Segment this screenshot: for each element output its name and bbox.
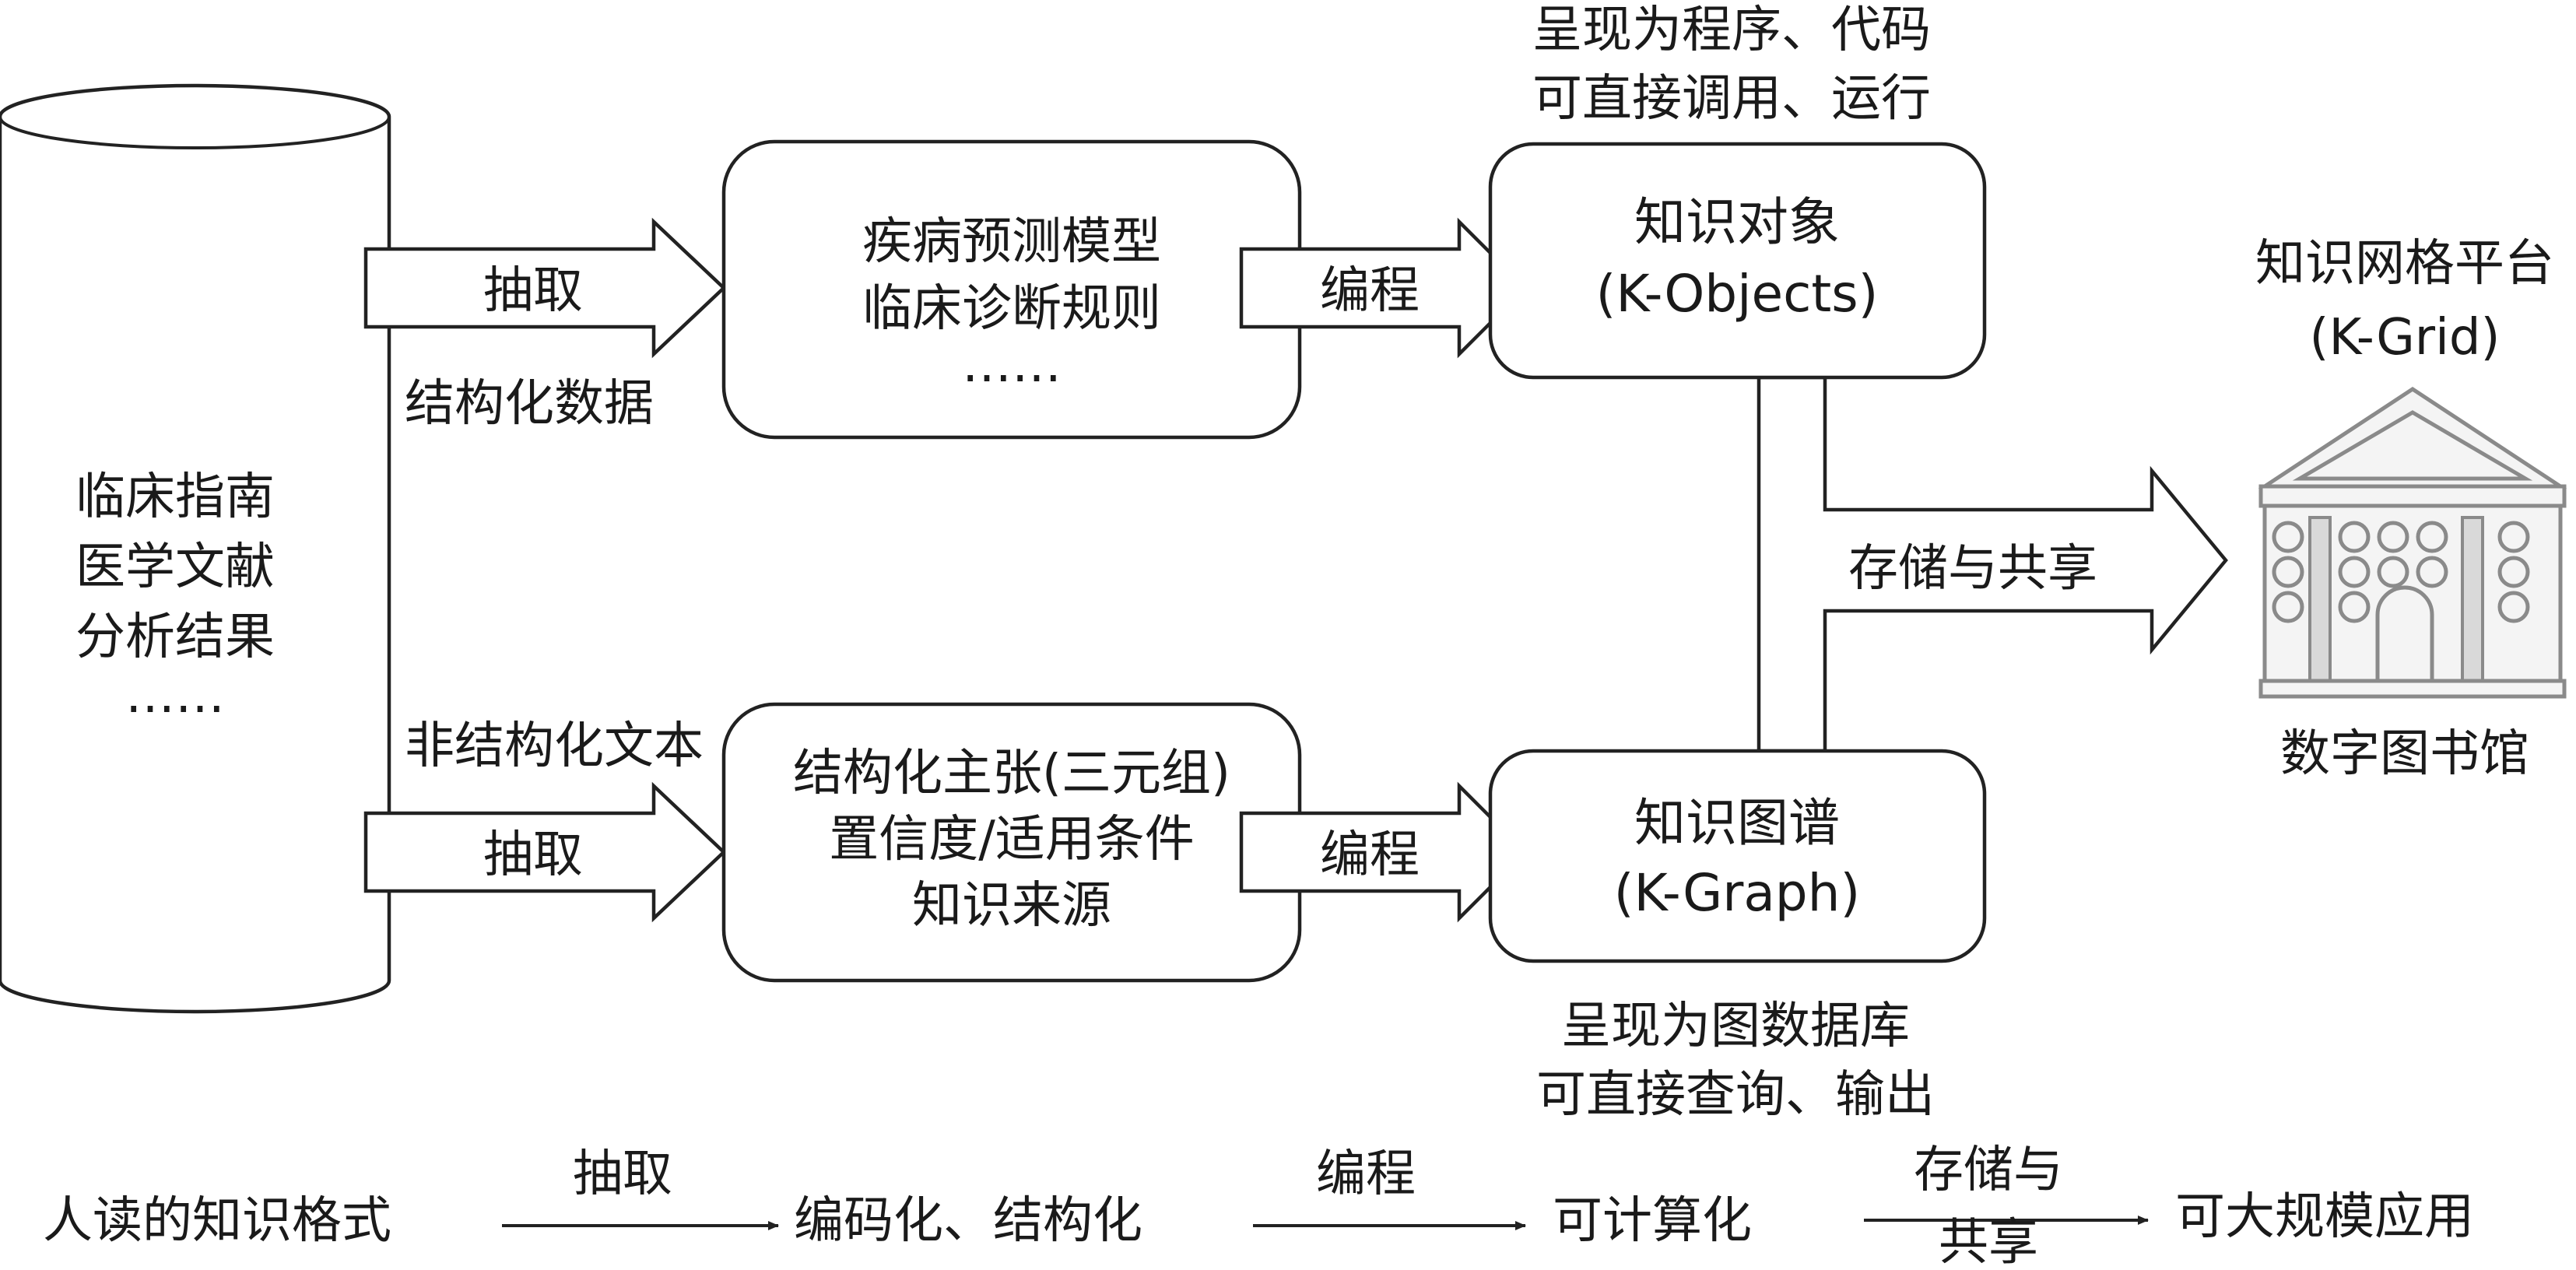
store-share-connector: 存储与共享 bbox=[1757, 375, 2228, 753]
source-line-3: 分析结果 bbox=[75, 609, 275, 666]
flow-step-3: 可计算化 bbox=[1553, 1192, 1752, 1250]
library-building-icon bbox=[2258, 387, 2567, 699]
models-box: 疾病预测模型 临床诊断规则 …… bbox=[721, 139, 1302, 440]
extract-arrow-bottom: 抽取 bbox=[363, 781, 727, 923]
claims-box: 结构化主张(三元组) 置信度/适用条件 知识来源 bbox=[721, 702, 1302, 983]
k-graph-line-2: (K-Graph) bbox=[1614, 863, 1861, 923]
extract-label-bottom: 抽取 bbox=[483, 826, 583, 884]
claims-line-3: 知识来源 bbox=[912, 877, 1111, 935]
k-objects-note-2: 可直接调用、运行 bbox=[1532, 70, 1931, 128]
store-share-label: 存储与共享 bbox=[1848, 540, 2097, 598]
k-objects-box: 知识对象 (K-Objects) bbox=[1488, 142, 1987, 380]
k-graph-note-2: 可直接查询、输出 bbox=[1536, 1066, 1935, 1124]
source-line-2: 医学文献 bbox=[75, 539, 275, 596]
flow-arrow-3-label-2: 共享 bbox=[1939, 1214, 2038, 1270]
claims-line-1: 结构化主张(三元组) bbox=[793, 745, 1230, 802]
flow-arrow-3-label-1: 存储与 bbox=[1914, 1142, 2063, 1199]
flow-step-4: 可大规模应用 bbox=[2175, 1188, 2474, 1246]
source-cylinder: 临床指南 医学文献 分析结果 …… bbox=[0, 83, 391, 1014]
extract-arrow-top: 抽取 bbox=[363, 217, 727, 359]
program-arrow-bottom: 编程 bbox=[1239, 781, 1528, 923]
k-objects-line-1: 知识对象 bbox=[1634, 192, 1840, 252]
flow-arrow-2-label: 编程 bbox=[1316, 1145, 1416, 1203]
platform-caption: 数字图书馆 bbox=[2280, 725, 2529, 783]
flow-arrow-1-label: 抽取 bbox=[573, 1145, 672, 1203]
platform-title-1: 知识网格平台 bbox=[2255, 235, 2554, 293]
claims-line-2: 置信度/适用条件 bbox=[829, 811, 1195, 868]
flow-row: 人读的知识格式 编码化、结构化 可计算化 可大规模应用 抽取 编程 存储与 共享 bbox=[43, 1142, 2474, 1270]
source-line-4: …… bbox=[125, 667, 225, 724]
k-graph-note-1: 呈现为图数据库 bbox=[1561, 998, 1910, 1055]
structured-data-label: 结构化数据 bbox=[405, 375, 654, 433]
extract-label-top: 抽取 bbox=[483, 262, 583, 320]
flow-step-1: 人读的知识格式 bbox=[43, 1192, 391, 1250]
program-label-bottom: 编程 bbox=[1320, 826, 1420, 884]
k-objects-line-2: (K-Objects) bbox=[1596, 264, 1879, 324]
k-graph-line-1: 知识图谱 bbox=[1634, 793, 1840, 853]
models-line-1: 疾病预测模型 bbox=[862, 213, 1161, 271]
flow-step-2: 编码化、结构化 bbox=[794, 1192, 1142, 1250]
models-line-3: …… bbox=[962, 336, 1062, 394]
k-graph-box: 知识图谱 (K-Graph) bbox=[1488, 749, 1987, 963]
program-label-top: 编程 bbox=[1320, 262, 1420, 320]
k-objects-note-1: 呈现为程序、代码 bbox=[1532, 2, 1931, 59]
platform-title-2: (K-Grid) bbox=[2310, 309, 2501, 367]
source-line-1: 临床指南 bbox=[75, 468, 275, 526]
models-line-2: 临床诊断规则 bbox=[862, 280, 1161, 338]
unstructured-text-label: 非结构化文本 bbox=[405, 717, 704, 775]
